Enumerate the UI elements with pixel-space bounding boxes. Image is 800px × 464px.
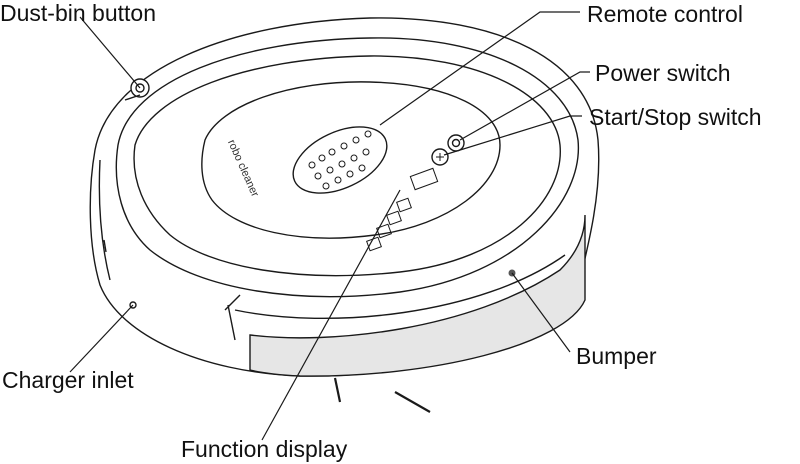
function-display-icons — [366, 167, 439, 252]
label-bumper: Bumper — [576, 343, 657, 369]
leader-charger-inlet — [69, 304, 134, 373]
leader-power-switch — [459, 71, 590, 141]
leader-function-display — [261, 189, 401, 441]
leader-lines — [69, 11, 590, 441]
leader-dust-bin — [79, 16, 141, 89]
label-remote-control: Remote control — [587, 1, 743, 27]
label-dust-bin-button: Dust-bin button — [0, 0, 156, 26]
charger-inlet-mark — [129, 301, 137, 309]
lid-ring — [133, 55, 561, 277]
bumper-inner-line — [234, 254, 566, 320]
label-power-switch: Power switch — [595, 60, 731, 86]
bumper-band — [249, 214, 586, 377]
remote-control-body — [292, 126, 388, 194]
leader-bumper — [511, 272, 571, 353]
label-charger-inlet: Charger inlet — [2, 367, 134, 393]
label-function-display: Function display — [181, 436, 348, 462]
label-start-stop-switch: Start/Stop switch — [589, 104, 762, 130]
lid-center — [201, 81, 501, 239]
power-switch-mark — [447, 134, 465, 152]
leader-remote-control — [379, 11, 580, 126]
leader-start-stop — [443, 115, 582, 156]
top-rim — [115, 37, 580, 298]
remote-buttons — [308, 130, 372, 190]
